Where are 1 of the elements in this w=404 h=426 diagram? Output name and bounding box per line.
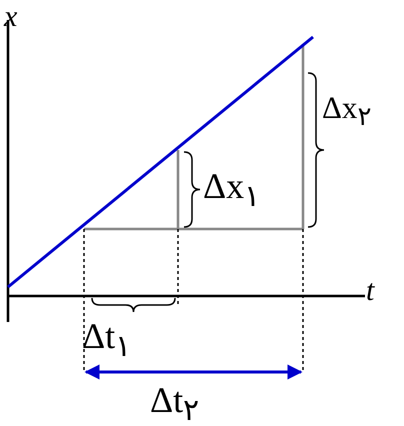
axis-label: t: [366, 276, 374, 306]
